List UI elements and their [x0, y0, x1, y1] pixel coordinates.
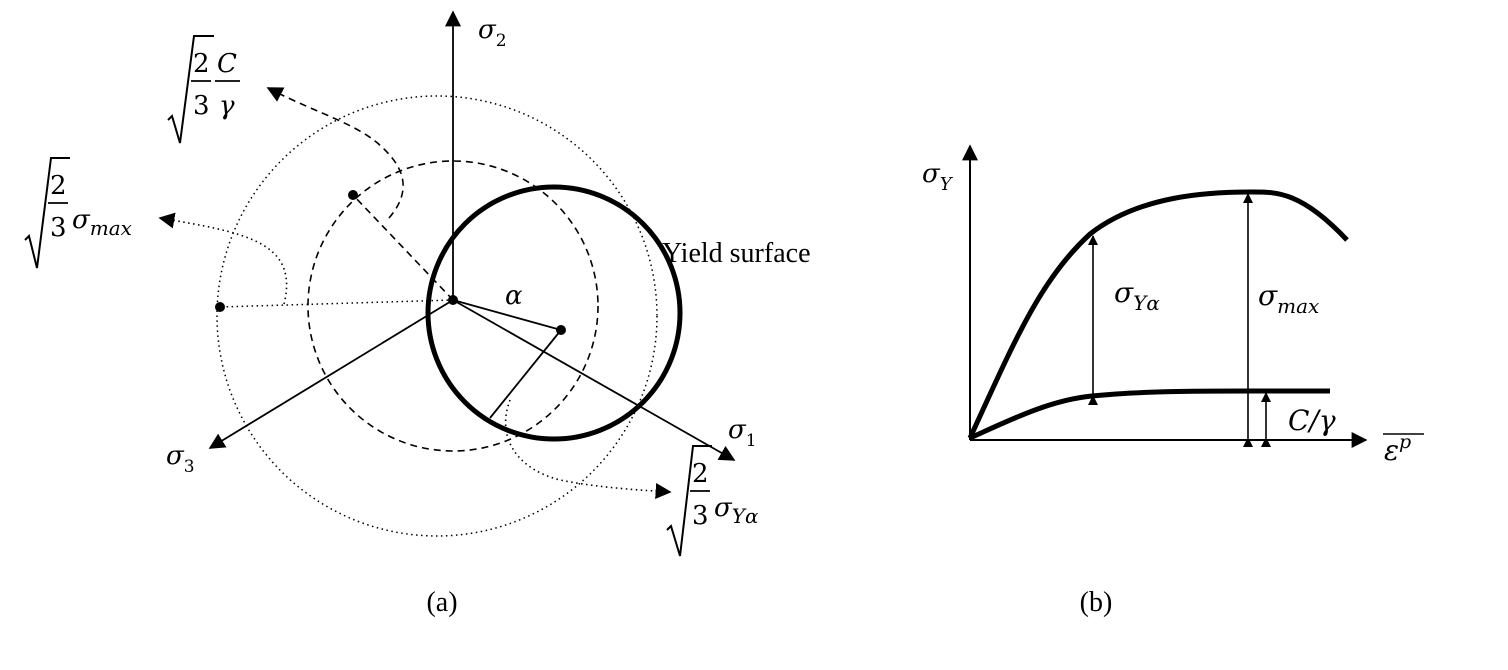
- yield-surface-label: Yield surface: [662, 238, 811, 269]
- sigma-max-leader: [158, 212, 288, 305]
- yield-center-point: [556, 325, 566, 335]
- sigma-y-alpha-value-label: σYα: [1114, 276, 1160, 315]
- svg-text:2: 2: [692, 459, 709, 489]
- sqrt-sign: [24, 157, 70, 269]
- svg-text:γ: γ: [219, 91, 235, 121]
- caption-b: (b): [1080, 587, 1113, 618]
- sigma2-label: σ2: [478, 15, 507, 51]
- svg-text:σYα: σYα: [714, 493, 759, 528]
- sigma1-axis: [452, 299, 736, 461]
- y-axis-label: σY: [922, 159, 954, 195]
- origin-point: [448, 295, 458, 305]
- svg-text:C: C: [217, 49, 237, 79]
- svg-text:3: 3: [692, 501, 709, 531]
- svg-text:2: 2: [50, 171, 67, 201]
- yield-surface-circle: [425, 184, 683, 442]
- svg-text:σmax: σmax: [72, 205, 132, 240]
- sigma-y-alpha-leader: [504, 399, 672, 500]
- panel-b: σY σYα σmax C/γ εp (b): [922, 144, 1424, 618]
- sigma-y-alpha-label: 2 3 σYα: [666, 445, 759, 557]
- alpha-vector: [452, 299, 562, 331]
- c-gamma-leader: [266, 87, 404, 219]
- backstress-limit-circle: [307, 160, 599, 452]
- sqrt-sign: [167, 35, 214, 144]
- svg-text:2: 2: [193, 49, 210, 79]
- yield-radius-line: [489, 329, 562, 419]
- backstress-curve: [968, 388, 1330, 441]
- caption-a: (a): [426, 587, 457, 618]
- max-stress-circle: [216, 95, 658, 537]
- dashed-circle-point: [348, 190, 358, 200]
- svg-text:3: 3: [50, 213, 67, 243]
- c-gamma-value-label: C/γ: [1288, 404, 1336, 437]
- sigma1-label: σ1: [728, 415, 757, 451]
- panel-a: σ2 σ1 σ3 α Yield surface 2 3 C γ 2 3 σma…: [24, 10, 811, 618]
- backstress-radius-line: [352, 194, 454, 301]
- yield-stress-curve: [967, 189, 1349, 440]
- sigma-max-label: 2 3 σmax: [24, 157, 132, 269]
- sigma3-axis: [208, 299, 454, 449]
- sigma3-label: σ3: [166, 441, 195, 477]
- sigma-max-value-label: σmax: [1258, 279, 1319, 318]
- outer-circle-point: [215, 302, 225, 312]
- alpha-label: α: [505, 281, 523, 311]
- max-stress-radius-line: [219, 299, 454, 308]
- c-gamma-label: 2 3 C γ: [167, 35, 240, 144]
- sqrt-sign: [666, 445, 712, 557]
- svg-text:3: 3: [193, 91, 210, 121]
- x-axis-label: εp: [1384, 431, 1411, 467]
